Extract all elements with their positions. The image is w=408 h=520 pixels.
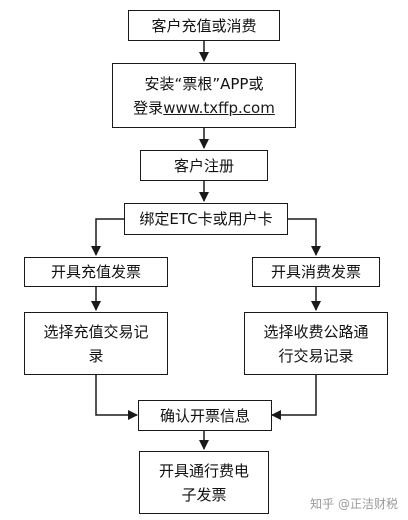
node-install-app-or-login: 安装“票根”APP或 登录www.txffp.com (112, 63, 296, 128)
node-label: 绑定ETC卡或用户卡 (139, 210, 273, 228)
website-link[interactable]: www.txffp.com (163, 98, 275, 117)
node-label-line1: 选择收费公路通 (263, 322, 369, 341)
node-label: 开具充值发票 (50, 263, 141, 281)
node-issue-recharge-invoice: 开具充值发票 (24, 257, 168, 287)
node-label: 确认开票信息 (159, 406, 250, 425)
node-customer-recharge-or-consume: 客户充值或消费 (128, 10, 280, 41)
node-label: 开具消费发票 (270, 263, 361, 281)
login-prefix: 登录 (133, 98, 164, 117)
node-label-line2: 录 (88, 346, 104, 365)
node-bind-etc-card: 绑定ETC卡或用户卡 (124, 203, 288, 235)
watermark: 知乎 @正洁财税 (310, 497, 398, 511)
node-label-line1: 开具通行费电 (158, 461, 249, 480)
node-issue-toll-e-invoice: 开具通行费电 子发票 (139, 451, 269, 514)
node-confirm-invoice-info: 确认开票信息 (138, 400, 272, 431)
arrow-bind-to-consume-invoice (288, 218, 321, 256)
node-customer-register: 客户注册 (140, 150, 268, 181)
node-select-recharge-record: 选择充值交易记 录 (24, 312, 168, 375)
node-label: 客户充值或消费 (151, 16, 257, 35)
arrow-select-recharge-to-confirm (95, 375, 138, 420)
arrow-bind-to-recharge-invoice (91, 218, 124, 256)
node-issue-consume-invoice: 开具消费发票 (252, 257, 380, 287)
node-label-line2: 子发票 (181, 485, 227, 504)
node-label-line1: 选择充值交易记 (43, 322, 149, 341)
arrow-select-toll-to-confirm (271, 375, 317, 420)
node-select-toll-record: 选择收费公路通 行交易记录 (244, 312, 388, 375)
node-label-line2: 登录www.txffp.com (133, 96, 275, 120)
node-label-line2: 行交易记录 (278, 346, 354, 365)
node-label-line1: 安装“票根”APP或 (144, 74, 264, 93)
node-label: 客户注册 (173, 156, 234, 175)
